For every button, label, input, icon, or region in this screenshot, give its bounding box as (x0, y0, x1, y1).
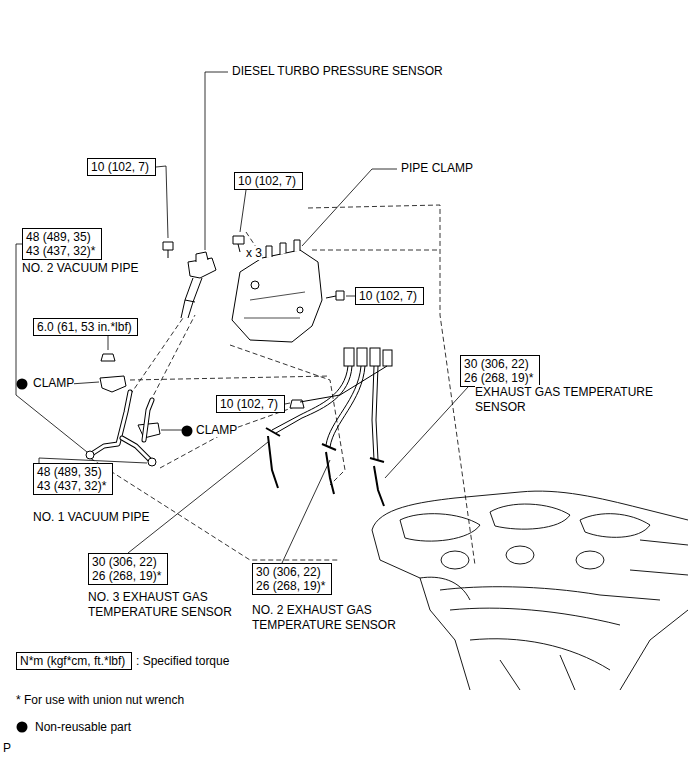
torque-value: 48 (489, 35) (26, 230, 91, 244)
legend-text: Non-reusable part (35, 720, 131, 734)
legend-swatch (16, 721, 28, 733)
torque-box: 30 (306, 22)26 (268, 19)* (252, 563, 332, 595)
torque-value: 10 (102, 7) (220, 397, 278, 411)
part-label: NO. 2 VACUUM PIPE (22, 261, 138, 276)
torque-value: 30 (306, 22) (464, 357, 529, 371)
leader-line (285, 403, 290, 404)
torque-box: 6.0 (61, 53 in.*lbf) (33, 318, 138, 336)
part-label: EXHAUST GAS TEMPERATURE SENSOR (475, 385, 680, 415)
non-reusable-mark (182, 426, 193, 437)
leader-line (282, 460, 330, 563)
torque-value: 10 (102, 7) (91, 160, 149, 174)
torque-value: 48 (489, 35) (37, 465, 102, 479)
legend-torque-box: N*m (kgf*cm, ft.*lbf) (16, 652, 132, 670)
part-label: x 3 (246, 246, 262, 261)
label-text: CLAMP (196, 423, 237, 437)
part-label: DIESEL TURBO PRESSURE SENSOR (232, 64, 443, 79)
label-text: NO. 1 VACUUM PIPE (33, 510, 149, 524)
part-label: * For use with union nut wrench (16, 693, 184, 708)
part-label: PIPE CLAMP (401, 161, 473, 176)
label-text: : Specified torque (136, 654, 229, 668)
torque-box: 30 (306, 22)26 (268, 19)* (88, 553, 168, 585)
part-label: NO. 1 VACUUM PIPE (33, 510, 149, 525)
part-label: CLAMP (196, 423, 237, 438)
torque-value: 10 (102, 7) (359, 289, 417, 303)
torque-box: 48 (489, 35)43 (437, 32)* (22, 228, 102, 260)
torque-value: 26 (268, 19)* (464, 371, 533, 385)
torque-value: 10 (102, 7) (238, 174, 296, 188)
label-text: NO. 3 EXHAUST GAS TEMPERATURE SENSOR (88, 590, 232, 619)
non-reusable-mark (17, 379, 28, 390)
torque-value: 6.0 (61, 53 in.*lbf) (37, 320, 132, 334)
torque-value: 30 (306, 22) (92, 555, 157, 569)
torque-box: 10 (102, 7) (87, 158, 156, 176)
torque-value: N*m (kgf*cm, ft.*lbf) (20, 654, 125, 668)
label-text: * For use with union nut wrench (16, 693, 184, 707)
label-text: x 3 (246, 246, 262, 260)
label-text: DIESEL TURBO PRESSURE SENSOR (232, 64, 443, 78)
torque-box: 10 (102, 7) (216, 395, 285, 413)
part-label: P (3, 741, 11, 756)
legend-item: Non-reusable part (35, 720, 131, 735)
torque-box: 10 (102, 7) (355, 287, 424, 305)
part-label: : Specified torque (136, 654, 229, 669)
label-text: CLAMP (33, 376, 74, 390)
torque-value: 43 (437, 32)* (37, 479, 106, 493)
leader-line (128, 442, 268, 553)
label-text: NO. 2 VACUUM PIPE (22, 261, 138, 275)
torque-box: 48 (489, 35)43 (437, 32)* (33, 463, 113, 495)
torque-value: 26 (268, 19)* (92, 569, 161, 583)
torque-box: 10 (102, 7) (234, 172, 303, 190)
part-label: NO. 2 EXHAUST GAS TEMPERATURE SENSOR (252, 603, 422, 633)
torque-value: 43 (437, 32)* (26, 244, 95, 258)
leader-line (346, 296, 355, 297)
leader-line (240, 190, 246, 232)
torque-value: 26 (268, 19)* (256, 579, 325, 593)
label-text: PIPE CLAMP (401, 161, 473, 175)
label-text: NO. 2 EXHAUST GAS TEMPERATURE SENSOR (252, 603, 396, 632)
part-label: NO. 3 EXHAUST GAS TEMPERATURE SENSOR (88, 590, 258, 620)
label-text: P (3, 741, 11, 755)
leader-line (156, 166, 168, 238)
torque-value: 30 (306, 22) (256, 565, 321, 579)
part-label: CLAMP (33, 376, 74, 391)
label-text: EXHAUST GAS TEMPERATURE SENSOR (475, 385, 653, 414)
torque-box: 30 (306, 22)26 (268, 19)* (460, 355, 540, 387)
leader-line (385, 387, 468, 478)
leader-line (16, 244, 87, 452)
